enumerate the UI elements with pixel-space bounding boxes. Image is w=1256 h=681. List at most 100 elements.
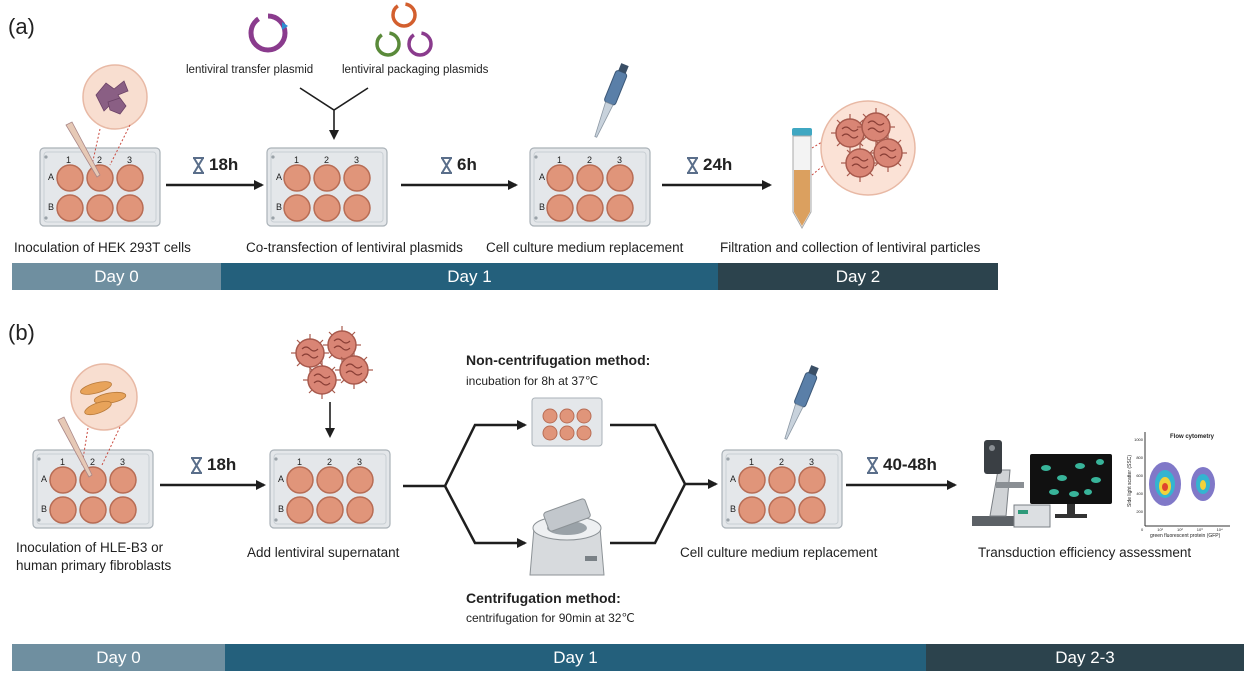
plate-b1-row-a: A [41, 474, 48, 484]
plate-b3-row-b: B [730, 504, 737, 514]
plasmid-merge-arrow [299, 87, 369, 138]
flow-plot-xlabel: green fluorescent protein (GFP) [1150, 533, 1221, 539]
duration-b-1: 18h [190, 455, 236, 475]
centrifugation-detail: centrifugation for 90min at 32℃ [466, 611, 635, 625]
duration-a-1: 18h [192, 155, 238, 175]
plate-a3-row-a: A [539, 172, 546, 182]
flow-plot-title: Flow cytometry [1170, 434, 1215, 440]
plate-a3-col-3: 3 [617, 155, 623, 165]
flow-xtick: 0 [1141, 527, 1144, 532]
pipette-tip-icon [65, 121, 101, 178]
step-b-1-caption-line1: Inoculation of HLE-B3 or [16, 540, 164, 555]
flow-cytometry-plot [1144, 432, 1230, 527]
plate-b2-col-1: 1 [297, 457, 303, 467]
step-b-4-caption: Transduction efficiency assessment [978, 545, 1192, 560]
plate-b1-col-3: 3 [120, 457, 126, 467]
plate-a1-col-3: 3 [127, 155, 133, 165]
flow-xtick: 10³ [1196, 527, 1203, 532]
hourglass-icon [441, 156, 452, 174]
flow-ytick: 800 [1136, 455, 1143, 460]
duration-b-2: 40-48h [866, 455, 937, 475]
timeline-b: Day 0 Day 1 Day 2-3 [12, 644, 1244, 671]
step-b-1-caption-line2: human primary fibroblasts [16, 558, 172, 573]
lentivirus-cluster-icon [290, 325, 374, 400]
transfer-plasmid-icon [248, 13, 288, 53]
plate-b2-row-a: A [278, 474, 285, 484]
step-a-1-caption: Inoculation of HEK 293T cells [14, 240, 191, 255]
pipette-icon-a [589, 61, 632, 140]
plate-b2-row-b: B [278, 504, 285, 514]
plate-a2-col-1: 1 [294, 155, 300, 165]
plate-a2-col-3: 3 [354, 155, 360, 165]
control-box-icon [1013, 504, 1051, 528]
timeline-b-day1: Day 1 [225, 644, 926, 671]
plate-b1-col-2: 2 [90, 457, 96, 467]
flow-ytick: 1000 [1134, 437, 1143, 442]
plate-a1-col-1: 1 [66, 155, 72, 165]
non-centrifugation-title: Non-centrifugation method: [466, 352, 651, 368]
plate-a3-col-2: 2 [587, 155, 593, 165]
pipette-tip-icon-b [57, 416, 93, 478]
duration-b-2-text: 40-48h [883, 455, 937, 474]
plate-a1-row-b: B [48, 202, 55, 212]
plate-a1-col-2: 2 [97, 155, 103, 165]
hourglass-icon [687, 156, 698, 174]
transfer-plasmid-label: lentiviral transfer plasmid [186, 64, 314, 76]
packaging-plasmids-label: lentiviral packaging plasmids [342, 64, 489, 76]
plate-a1-row-a: A [48, 172, 55, 182]
flow-ytick: 400 [1136, 491, 1143, 496]
hourglass-icon [191, 456, 202, 474]
timeline-b-day0: Day 0 [12, 644, 225, 671]
panel-a-label: (a) [8, 14, 35, 39]
plate-a2-row-a: A [276, 172, 283, 182]
fibroblast-cells-icon [80, 381, 127, 416]
duration-a-1-text: 18h [209, 155, 239, 174]
collection-tube-icon [792, 128, 812, 230]
plate-b3-row-a: A [730, 474, 737, 484]
plate-b2-col-2: 2 [327, 457, 333, 467]
plate-b2-col-3: 3 [357, 457, 363, 467]
pipette-icon-b [779, 363, 822, 442]
flow-xtick: 10¹ [1157, 527, 1164, 532]
step-a-4-caption: Filtration and collection of lentiviral … [720, 240, 981, 255]
hek-cells-icon [95, 80, 129, 115]
timeline-a-day1: Day 1 [221, 263, 718, 290]
duration-a-2-text: 6h [457, 155, 477, 174]
plate-a2-col-2: 2 [324, 155, 330, 165]
centrifugation-title: Centrifugation method: [466, 590, 621, 606]
flow-plot-yticks: 1000 800 600 400 200 [1129, 431, 1143, 521]
flow-ytick: 200 [1136, 509, 1143, 514]
packaging-plasmids-icon [375, 2, 433, 57]
step-b-3-caption: Cell culture medium replacement [680, 545, 878, 560]
plate-a3-col-1: 1 [557, 155, 563, 165]
hourglass-icon [867, 456, 878, 474]
monitor-icon [1030, 454, 1112, 518]
flow-ytick: 600 [1136, 473, 1143, 478]
flow-plot-xticks: 0 10¹ 10² 10³ 10⁴ [1141, 527, 1223, 532]
non-centrifugation-detail: incubation for 8h at 37℃ [466, 374, 599, 388]
plate-b1-row-b: B [41, 504, 48, 514]
small-plate-icon [531, 397, 603, 447]
plate-b3-col-2: 2 [779, 457, 785, 467]
timeline-a: Day 0 Day 1 Day 2 [12, 263, 998, 290]
step-b-2-caption: Add lentiviral supernatant [247, 545, 400, 560]
plate-a3-row-b: B [539, 202, 546, 212]
plate-b3-col-3: 3 [809, 457, 815, 467]
duration-a-3: 24h [686, 155, 732, 175]
timeline-a-day2: Day 2 [718, 263, 998, 290]
flow-xtick: 10⁴ [1216, 527, 1223, 532]
timeline-a-day0: Day 0 [12, 263, 221, 290]
hourglass-icon [193, 156, 204, 174]
panel-b-label: (b) [8, 320, 35, 345]
step-a-2-caption: Co-transfection of lentiviral plasmids [246, 240, 463, 255]
duration-a-3-text: 24h [703, 155, 733, 174]
timeline-b-day2-3: Day 2-3 [926, 644, 1244, 671]
microscope-icon [972, 440, 1026, 526]
step-a-3-caption: Cell culture medium replacement [486, 240, 684, 255]
duration-b-1-text: 18h [207, 455, 237, 474]
flow-xtick: 10² [1177, 527, 1183, 532]
plate-a2-row-b: B [276, 202, 283, 212]
plate-b1-col-1: 1 [60, 457, 66, 467]
duration-a-2: 6h [440, 155, 477, 175]
